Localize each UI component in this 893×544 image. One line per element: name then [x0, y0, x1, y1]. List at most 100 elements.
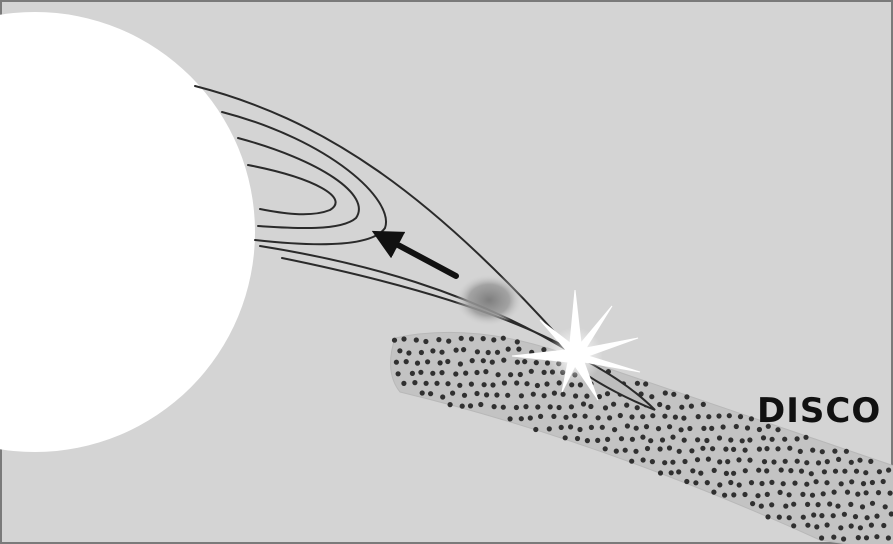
disc-particle: [486, 350, 491, 355]
disc-particle: [396, 371, 401, 376]
disc-particle: [831, 535, 836, 540]
disc-particle: [446, 339, 451, 344]
disc-particle: [747, 458, 752, 463]
disc-particle: [410, 371, 415, 376]
disc-particle: [798, 449, 803, 454]
disc-particle: [795, 436, 800, 441]
disc-particle: [860, 504, 865, 509]
disc-particle: [849, 479, 854, 484]
disc-particle: [624, 403, 629, 408]
disc-particle: [836, 457, 841, 462]
disc-particle: [824, 480, 829, 485]
disc-particle: [716, 413, 721, 418]
disc-particle: [569, 382, 574, 387]
disc-particle: [792, 481, 797, 486]
disc-particle: [496, 372, 501, 377]
disc-particle: [819, 513, 824, 518]
disc-particle: [643, 381, 648, 386]
disc-particle: [770, 437, 775, 442]
disc-particle: [762, 459, 767, 464]
disc-particle: [816, 460, 821, 465]
disc-particle: [404, 359, 409, 364]
disc-particle: [506, 347, 511, 352]
disc-particle: [888, 491, 893, 496]
disc-particle: [695, 457, 700, 462]
disc-particle: [698, 471, 703, 476]
disc-particle: [538, 414, 543, 419]
disc-particle: [641, 457, 646, 462]
disc-particle: [440, 394, 445, 399]
disc-particle: [547, 426, 552, 431]
disc-particle: [721, 424, 726, 429]
disc-particle: [811, 512, 816, 517]
disc-particle: [696, 414, 701, 419]
disc-particle: [728, 480, 733, 485]
disc-particle: [723, 447, 728, 452]
disc-particle: [874, 534, 879, 539]
disc-particle: [518, 372, 523, 377]
disc-particle: [814, 524, 819, 529]
disc-particle: [584, 394, 589, 399]
disc-particle: [783, 459, 788, 464]
disc-particle: [658, 470, 663, 475]
disc-particle: [481, 336, 486, 341]
disc-particle: [662, 414, 667, 419]
disc-particle: [490, 382, 495, 387]
disc-particle: [881, 523, 886, 528]
disc-particle: [821, 491, 826, 496]
disc-particle: [833, 469, 838, 474]
disc-particle: [791, 502, 796, 507]
disc-particle: [803, 435, 808, 440]
disc-particle: [886, 535, 891, 540]
disc-particle: [801, 515, 806, 520]
disc-particle: [557, 380, 562, 385]
disc-particle: [552, 391, 557, 396]
disc-particle: [864, 535, 869, 540]
disc-particle: [842, 469, 847, 474]
disc-particle: [869, 523, 874, 528]
disc-particle: [583, 414, 588, 419]
disc-particle: [825, 522, 830, 527]
disc-particle: [710, 446, 715, 451]
disc-label: DISCO: [757, 391, 881, 431]
disc-particle: [635, 405, 640, 410]
disc-particle: [765, 514, 770, 519]
disc-particle: [648, 438, 653, 443]
disc-particle: [418, 370, 423, 375]
disc-particle: [501, 336, 506, 341]
disc-particle: [483, 369, 488, 374]
disc-particle: [857, 458, 862, 463]
disc-particle: [705, 480, 710, 485]
disc-particle: [595, 438, 600, 443]
disc-particle: [687, 426, 692, 431]
disc-particle: [469, 336, 474, 341]
disc-particle: [712, 468, 717, 473]
disc-particle: [689, 448, 694, 453]
disc-particle: [502, 380, 507, 385]
disc-particle: [439, 370, 444, 375]
disc-particle: [548, 404, 553, 409]
disc-particle: [640, 435, 645, 440]
disc-particle: [667, 445, 672, 450]
disc-particle: [650, 413, 655, 418]
disc-particle: [835, 504, 840, 509]
disc-particle: [551, 414, 556, 419]
disc-particle: [492, 404, 497, 409]
disc-particle: [787, 446, 792, 451]
disc-particle: [883, 504, 888, 509]
disc-particle: [640, 414, 645, 419]
disc-particle: [469, 382, 474, 387]
disc-particle: [681, 416, 686, 421]
disc-particle: [706, 457, 711, 462]
disc-particle: [658, 446, 663, 451]
disc-particle: [501, 405, 506, 410]
disc-particle: [561, 392, 566, 397]
disc-particle: [663, 390, 668, 395]
disc-particle: [755, 493, 760, 498]
disc-particle: [568, 424, 573, 429]
disc-particle: [676, 469, 681, 474]
disc-particle: [778, 490, 783, 495]
disc-particle: [531, 392, 536, 397]
disc-particle: [704, 438, 709, 443]
